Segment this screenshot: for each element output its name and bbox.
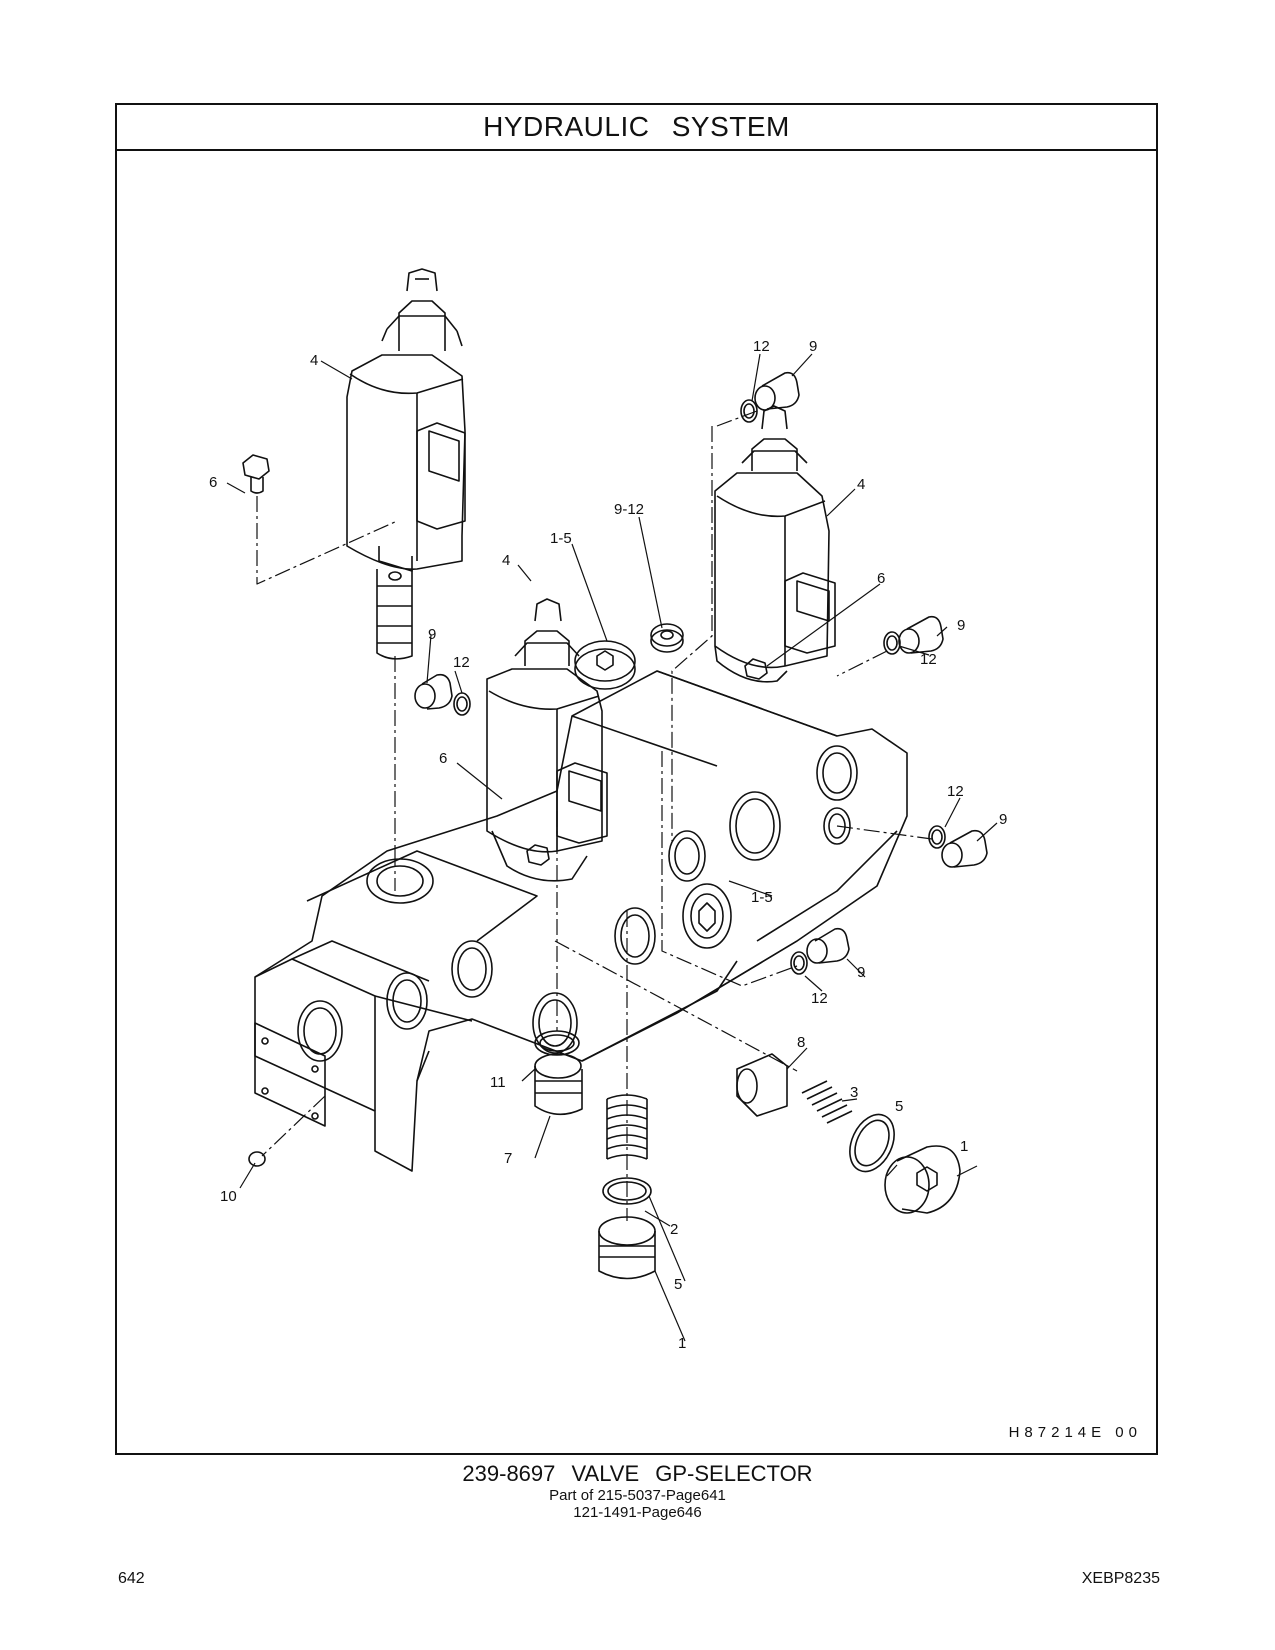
callout: 6 [209,474,217,491]
callout: 10 [220,1188,237,1205]
plug-and-oring-set [242,371,988,975]
callout: 9 [809,338,817,355]
callout: 1-5 [550,530,572,547]
callout: 5 [895,1098,903,1115]
document-code: XEBP8235 [1081,1570,1160,1587]
lower-exploded-parts [248,1030,961,1280]
callout: 4 [857,476,865,493]
callout: 4 [502,552,510,569]
section-title: HYDRAULIC SYSTEM [117,105,1156,151]
callout: 12 [753,338,770,355]
callout: 5 [674,1276,682,1293]
leader-lines [226,353,998,1342]
callout: 1 [960,1138,968,1155]
callout: 3 [850,1084,858,1101]
caption: 239-8697 VALVE GP-SELECTOR Part of 215-5… [0,1461,1275,1521]
callout: 4 [310,352,318,369]
part-number-title: 239-8697 VALVE GP-SELECTOR [462,1461,813,1486]
callout: 12 [453,654,470,671]
callout: 1-5 [751,889,773,906]
part-reference: Part of 215-5037-Page641 [549,1487,726,1504]
valve-body [254,670,908,1172]
assembly-lines [256,410,933,1221]
callout: 12 [920,651,937,668]
callout: 9-12 [614,501,644,518]
figure-frame: HYDRAULIC SYSTEM [115,103,1158,1455]
solenoid-valve-left [346,268,466,660]
illustration-code: H87214E 00 [1008,1424,1142,1441]
page-number: 642 [118,1570,145,1587]
callout: 9 [999,811,1007,828]
callout: 9 [428,626,436,643]
callout: 6 [439,750,447,767]
solenoid-valve-right [714,405,836,683]
callout: 11 [490,1074,506,1091]
callout: 12 [947,783,964,800]
callout: 2 [670,1221,678,1238]
callout: 1 [678,1335,686,1352]
callout: 6 [877,570,885,587]
callout: 12 [811,990,828,1007]
exploded-parts-illustration: 4 6 4 1-5 9-12 12 9 4 6 9 12 9 12 6 12 9… [209,268,1007,1352]
callout: 9 [957,617,965,634]
part-reference: 121-1491-Page646 [573,1504,702,1521]
top-port-plugs [574,623,684,690]
callout: 7 [504,1150,512,1167]
solenoid-valve-center [486,598,608,882]
callout-labels: 4 6 4 1-5 9-12 12 9 4 6 9 12 9 12 6 12 9… [209,338,1007,1352]
callout: 9 [857,964,865,981]
callout: 8 [797,1034,805,1051]
